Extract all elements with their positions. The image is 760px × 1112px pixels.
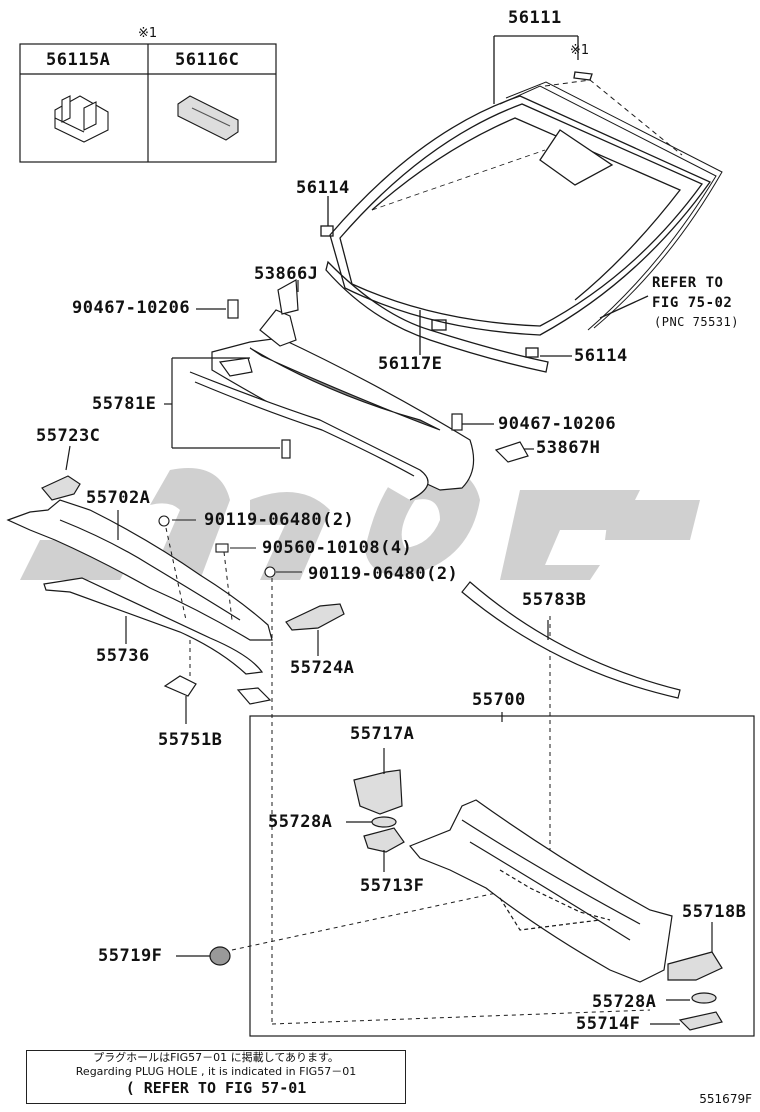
screw-dashes [165, 527, 651, 1025]
label-90467-left[interactable]: 90467-10206 [72, 298, 191, 318]
label-55728a-bottom[interactable]: 55728A [592, 992, 657, 1012]
watermark-logo [20, 466, 700, 580]
label-56111[interactable]: 56111 [508, 8, 562, 28]
label-55718b[interactable]: 55718B [682, 902, 747, 922]
cowl-assembly-55700 [176, 748, 723, 1031]
inset-part-56116c: 56116C [175, 50, 240, 70]
seal-55783b [461, 581, 681, 699]
label-90119-b[interactable]: 90119-06480(2) [308, 564, 459, 584]
assembly-box-55700 [249, 715, 755, 1037]
label-55723c[interactable]: 55723C [36, 426, 101, 446]
clip-56115a-drawing [54, 95, 109, 143]
label-55781e[interactable]: 55781E [92, 394, 157, 414]
inset-part-56115a: 56115A [46, 50, 111, 70]
clip-56116c-drawing [177, 95, 239, 141]
label-53866j[interactable]: 53866J [254, 264, 319, 284]
note-line-jp: プラグホールはFIG57－01 に掲載してあります。 [93, 1051, 339, 1064]
screws [158, 515, 302, 578]
inset-mark: ※1 [138, 26, 158, 41]
label-55724a[interactable]: 55724A [290, 658, 355, 678]
plug-hole-note: プラグホールはFIG57－01 に掲載してあります。 Regarding PLU… [26, 1050, 406, 1104]
label-55719f[interactable]: 55719F [98, 946, 163, 966]
note-refer-link[interactable]: ( REFER TO FIG 57-01 [125, 1079, 307, 1097]
label-90467-right[interactable]: 90467-10206 [498, 414, 617, 434]
label-56111-mark: ※1 [570, 43, 590, 58]
note-line-en: Regarding PLUG HOLE , it is indicated in… [75, 1065, 357, 1078]
label-55717a[interactable]: 55717A [350, 724, 415, 744]
refer-line1: REFER TO [652, 275, 724, 291]
label-90119-a[interactable]: 90119-06480(2) [204, 510, 355, 530]
refer-line3: (PNC 75531) [654, 315, 739, 329]
inset-table [19, 43, 277, 163]
label-55736[interactable]: 55736 [96, 646, 150, 666]
drawing-number: 551679F [699, 1092, 752, 1106]
cowl-lower-panel [6, 445, 503, 724]
label-90560[interactable]: 90560-10108(4) [262, 538, 413, 558]
label-55783b[interactable]: 55783B [522, 590, 587, 610]
label-55713f[interactable]: 55713F [360, 876, 425, 896]
refer-line2[interactable]: FIG 75-02 [652, 295, 733, 311]
cowl-top-panel [164, 279, 534, 501]
windshield-glass [320, 35, 723, 373]
label-56114-bottom[interactable]: 56114 [574, 346, 628, 366]
label-53867h[interactable]: 53867H [536, 438, 601, 458]
label-55700[interactable]: 55700 [472, 690, 526, 710]
label-55702a[interactable]: 55702A [86, 488, 151, 508]
label-56117e[interactable]: 56117E [378, 354, 443, 374]
label-55728a-top[interactable]: 55728A [268, 812, 333, 832]
label-56114-top[interactable]: 56114 [296, 178, 350, 198]
label-55714f[interactable]: 55714F [576, 1014, 641, 1034]
label-55751b[interactable]: 55751B [158, 730, 223, 750]
